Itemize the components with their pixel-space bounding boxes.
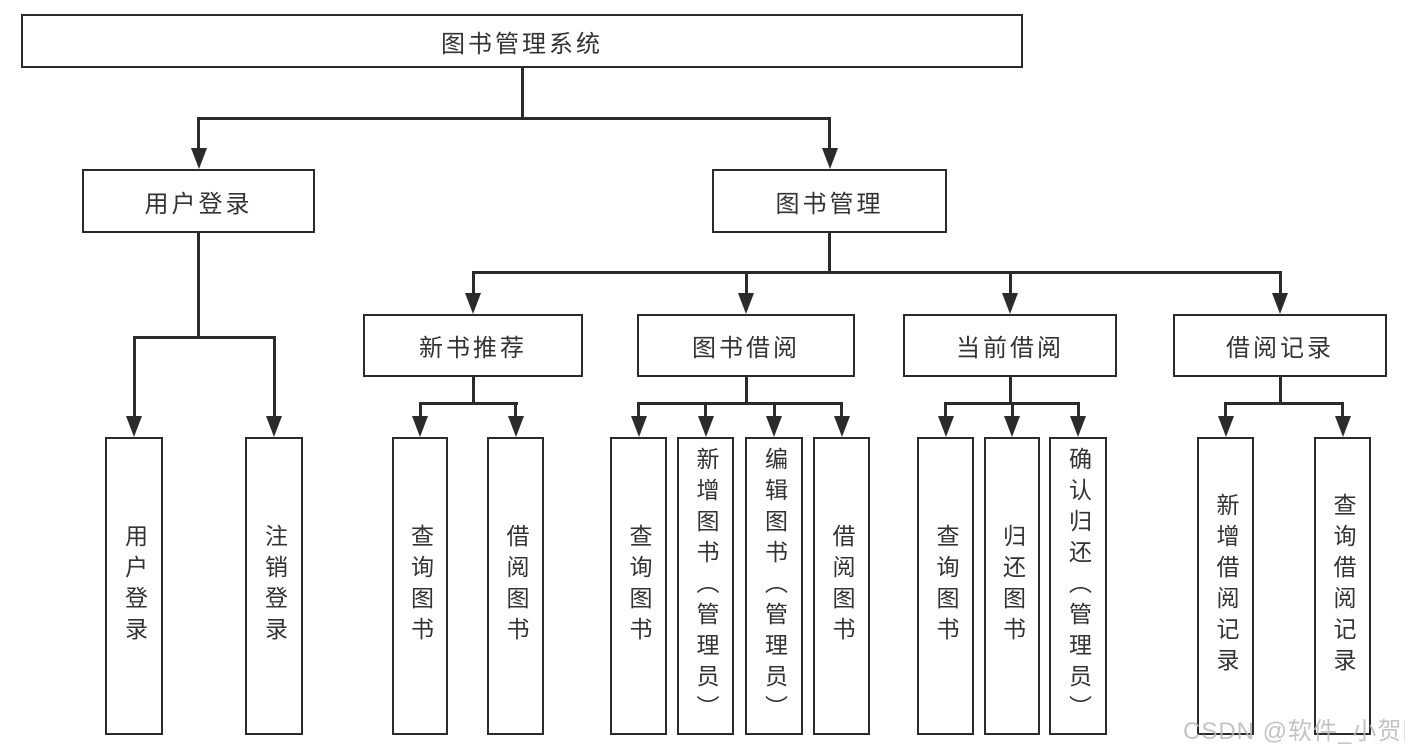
arrowhead-down-icon: [1272, 293, 1288, 314]
node-user-login: 用户登录: [82, 169, 315, 233]
connector-shaft: [1076, 403, 1080, 418]
connector-shaft: [1341, 403, 1344, 418]
node-new-book-recommend: 新书推荐: [363, 314, 583, 377]
node-label: 图书管理系统: [441, 30, 603, 58]
arrowhead-down-icon: [833, 416, 850, 437]
connector-shaft: [1010, 403, 1014, 418]
arrowhead-down-icon: [266, 416, 282, 437]
connector-shaft: [132, 337, 136, 417]
arrowhead-down-icon: [507, 416, 524, 437]
arrowhead-down-icon: [630, 416, 647, 437]
node-label: 借阅记录: [1226, 335, 1334, 362]
leaf-newbook-borrow-book: 借阅图书: [487, 437, 544, 735]
arrowhead-down-icon: [821, 148, 838, 169]
connector-new-book-stem: [471, 377, 475, 404]
leaf-label: 用户登录: [121, 524, 148, 648]
leaf-record-add-record: 新增借阅记录: [1197, 437, 1254, 735]
connector-shaft: [828, 118, 831, 150]
arrowhead-down-icon: [937, 416, 954, 437]
connector-shaft: [944, 403, 947, 418]
leaf-label: 查询图书: [407, 524, 434, 648]
node-label: 图书管理: [775, 190, 884, 218]
connector-user-login-stem: [197, 233, 200, 338]
connector-borrow-record-stem: [1278, 377, 1282, 404]
leaf-user-login: 用户登录: [105, 437, 163, 735]
connector-shaft: [272, 337, 276, 417]
connector-shaft: [1008, 272, 1012, 295]
connector-level3-rail: [471, 270, 1282, 274]
arrowhead-down-icon: [1002, 293, 1018, 314]
leaf-label: 新增借阅记录: [1213, 493, 1239, 679]
leaf-label: 查询图书: [933, 524, 959, 648]
connector-current-borrow-stem: [1008, 377, 1012, 404]
connector-shaft: [514, 403, 517, 418]
leaf-newbook-query-book: 查询图书: [392, 437, 448, 735]
connector-book-borrow-stem: [744, 377, 748, 404]
leaf-current-confirm-return-admin: 确认归还（管理员）: [1049, 437, 1107, 735]
leaf-label: 归还图书: [999, 524, 1026, 648]
leaf-current-return-book: 归还图书: [984, 437, 1040, 735]
leaf-label: 借阅图书: [829, 524, 855, 648]
node-label: 新书推荐: [419, 335, 527, 362]
node-label: 图书借阅: [692, 335, 800, 362]
connector-book-mgmt-stem: [828, 233, 831, 273]
connector-user-login-rail: [132, 335, 276, 339]
connector-root-stem: [520, 68, 524, 120]
connector-shaft: [1278, 272, 1282, 295]
node-label: 当前借阅: [956, 335, 1064, 362]
connector-new-book-rail: [418, 401, 518, 405]
leaf-borrow-query-book: 查询图书: [610, 437, 667, 735]
node-label: 用户登录: [144, 190, 253, 218]
arrowhead-down-icon: [126, 416, 142, 437]
connector-shaft: [197, 118, 200, 150]
leaf-label: 确认归还（管理员）: [1065, 446, 1092, 726]
connector-shaft: [418, 403, 422, 418]
arrowhead-down-icon: [1217, 416, 1234, 437]
connector-book-borrow-rail: [637, 401, 843, 405]
leaf-label: 编辑图书（管理员）: [761, 446, 788, 726]
connector-borrow-record-rail: [1224, 401, 1344, 405]
leaf-current-query-book: 查询图书: [917, 437, 974, 735]
leaf-borrow-add-book-admin: 新增图书（管理员）: [677, 437, 734, 735]
leaf-borrow-borrow-book: 借阅图书: [813, 437, 870, 735]
arrowhead-down-icon: [738, 293, 754, 314]
arrowhead-down-icon: [1334, 416, 1351, 437]
leaf-record-query-record: 查询借阅记录: [1314, 437, 1371, 735]
connector-shaft: [840, 403, 843, 418]
leaf-label: 查询借阅记录: [1330, 493, 1356, 679]
node-library-system: 图书管理系统: [21, 14, 1023, 68]
node-current-borrow: 当前借阅: [903, 314, 1117, 377]
arrowhead-down-icon: [1004, 416, 1020, 437]
connector-level2-rail: [197, 116, 831, 120]
leaf-label: 注销登录: [261, 524, 288, 648]
connector-shaft: [471, 272, 475, 295]
node-book-borrow: 图书借阅: [637, 314, 855, 377]
node-book-management: 图书管理: [712, 169, 947, 233]
connector-shaft: [1224, 403, 1227, 418]
node-borrow-record: 借阅记录: [1173, 314, 1387, 377]
leaf-label: 借阅图书: [503, 524, 529, 648]
leaf-borrow-edit-book-admin: 编辑图书（管理员）: [745, 437, 803, 735]
leaf-label: 新增图书（管理员）: [693, 446, 719, 726]
arrowhead-down-icon: [697, 416, 714, 437]
leaf-logout-login: 注销登录: [245, 437, 303, 735]
connector-shaft: [637, 403, 640, 418]
arrowhead-down-icon: [1070, 416, 1086, 437]
csdn-watermark: CSDN @软件_小贺同学: [1183, 718, 1405, 745]
arrowhead-down-icon: [412, 416, 428, 437]
arrowhead-down-icon: [190, 148, 207, 169]
arrowhead-down-icon: [766, 416, 782, 437]
connector-shaft: [772, 403, 776, 418]
arrowhead-down-icon: [465, 293, 481, 314]
leaf-label: 查询图书: [626, 524, 652, 648]
connector-shaft: [744, 272, 748, 295]
connector-shaft: [704, 403, 707, 418]
